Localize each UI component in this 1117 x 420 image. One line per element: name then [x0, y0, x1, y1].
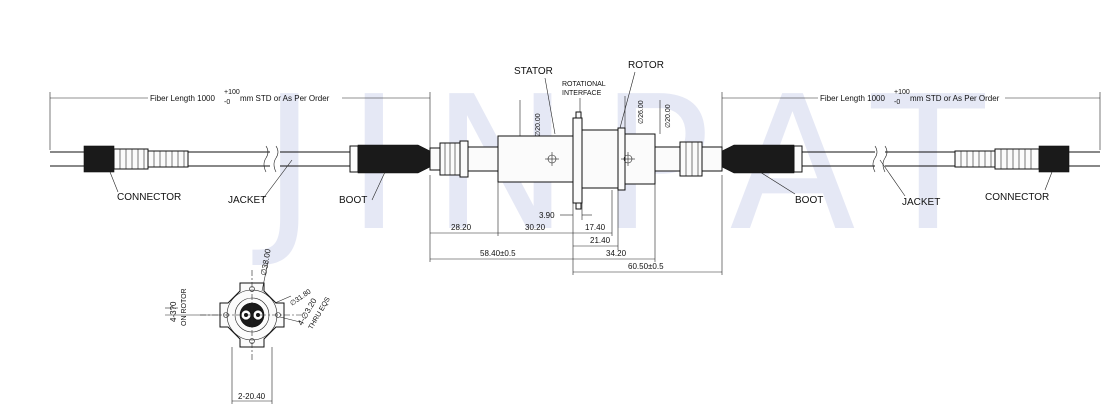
label-boot-right: BOOT [795, 195, 823, 206]
label-boot-left: BOOT [339, 195, 367, 206]
dim-58-40: 58.40±0.5 [480, 249, 516, 258]
fiber-tol-plus-left: +100 [224, 89, 240, 96]
diameter-callouts: ∅20.00 ∅26.00 ∅20.00 [519, 96, 672, 137]
fiber-tol-plus-right: +100 [894, 89, 910, 96]
fiber-length-dimension-right: Fiber Length 1000 +100 -0 mm STD or As P… [721, 89, 1101, 150]
boot-right-body [721, 144, 795, 174]
dim-30-20: 30.20 [525, 223, 546, 232]
label-rotor: ROTOR [628, 60, 664, 71]
fiber-length-suffix-right: mm STD or As Per Order [910, 94, 1000, 103]
fiber-tol-minus-right: -0 [894, 99, 900, 106]
label-stator: STATOR [514, 66, 553, 77]
boot-left-body [357, 144, 431, 174]
dim-17-40: 17.40 [585, 223, 606, 232]
dim-28-20: 28.20 [451, 223, 472, 232]
stator-housing [497, 135, 574, 183]
left-fiber-assembly [50, 144, 431, 174]
dim-rotor-dia-20: ∅20.00 [665, 104, 672, 128]
fiber-length-text-right: Fiber Length 1000 [820, 94, 885, 103]
label-connector-right: CONNECTOR [985, 192, 1049, 203]
end-dim-rotor-holes-2: ON ROTOR [181, 288, 188, 326]
connector-left-body [83, 145, 115, 173]
dim-3-90: 3.90 [539, 211, 555, 220]
callouts: CONNECTOR JACKET BOOT STATOR ROTATIONAL … [109, 60, 1053, 208]
dim-34-20: 34.20 [606, 249, 627, 258]
connector-right-body [1038, 145, 1070, 173]
fiber-length-dimension-left: Fiber Length 1000 +100 -0 mm STD or As P… [49, 89, 431, 150]
dim-21-40: 21.40 [590, 236, 611, 245]
label-rotational-interface-1: ROTATIONAL [562, 81, 606, 88]
rotor-housing [581, 129, 619, 189]
right-fiber-assembly [721, 144, 1100, 174]
rotary-joint-body [429, 111, 723, 210]
fiber-tol-minus-left: -0 [224, 99, 230, 106]
fiber-length-text-left: Fiber Length 1000 [150, 94, 215, 103]
label-jacket-right: JACKET [902, 197, 940, 208]
dim-60-50: 60.50±0.5 [628, 262, 664, 271]
label-connector-left: CONNECTOR [117, 192, 181, 203]
stator-flange [572, 117, 583, 204]
label-rotational-interface-2: INTERFACE [562, 90, 602, 97]
end-dim-rotor-holes-1: 4-3?0 [169, 301, 178, 322]
dim-stator-dia: ∅20.00 [535, 113, 542, 137]
fiber-length-suffix-left: mm STD or As Per Order [240, 94, 330, 103]
end-dim-bottom: 2-20.40 [238, 392, 266, 401]
dim-rotor-dia-26: ∅26.00 [638, 100, 645, 124]
length-dimensions: 3.90 28.20 30.20 17.40 21.40 58.40±0.5 3… [429, 175, 723, 275]
label-jacket-left: JACKET [228, 195, 266, 206]
